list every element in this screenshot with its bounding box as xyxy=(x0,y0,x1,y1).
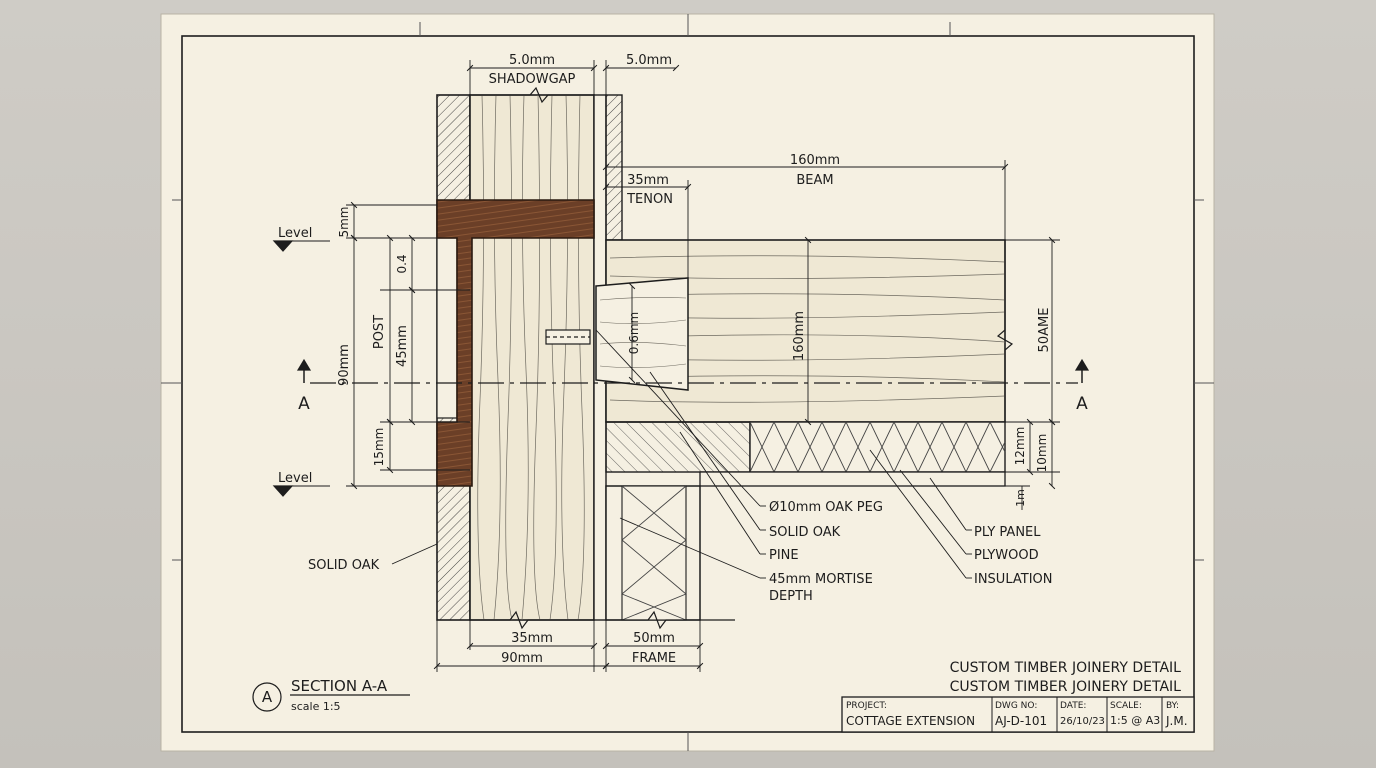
top-shadowgap-label: SHADOWGAP xyxy=(489,72,576,87)
dim-15mm: 15mm xyxy=(372,428,386,467)
label-pine: PINE xyxy=(769,548,799,563)
section-marker: A xyxy=(262,688,273,706)
cut-mark-left: A xyxy=(298,394,310,414)
dim-45mm: 45mm xyxy=(395,325,410,367)
drawing-title-2: CUSTOM TIMBER JOINERY DETAIL xyxy=(950,679,1182,695)
tb-scale: 1:5 @ A3 xyxy=(1110,714,1160,727)
dim-beam-depth: 160mm xyxy=(792,311,807,361)
label-solid-oak: SOLID OAK xyxy=(769,525,841,540)
tb-date-label: DATE: xyxy=(1060,701,1086,711)
beam-value: 160mm xyxy=(790,153,840,168)
tb-dwg-label: DWG NO: xyxy=(995,701,1037,711)
label-insulation: INSULATION xyxy=(974,572,1052,587)
beam-label: BEAM xyxy=(796,173,833,188)
top-shadowgap-value: 5.0mm xyxy=(509,53,555,68)
dim-bottom-frame: FRAME xyxy=(632,651,676,666)
dim-bottom-90mm: 90mm xyxy=(501,651,543,666)
tb-project: COTTAGE EXTENSION xyxy=(846,714,975,728)
dim-10mm: 10mm xyxy=(1035,434,1049,473)
label-plywood: PLYWOOD xyxy=(974,548,1039,563)
section-title: SECTION A-A xyxy=(291,677,388,695)
tenon-value: 35mm xyxy=(627,173,669,188)
level-lower: Level xyxy=(278,471,312,486)
dim-90mm-left: 90mm xyxy=(337,344,352,386)
dim-0-4: 0.4 xyxy=(395,254,409,273)
level-upper: Level xyxy=(278,226,312,241)
dim-5mm: 5mm xyxy=(337,206,351,237)
tb-by: J.M. xyxy=(1165,714,1188,728)
label-ply-panel: PLY PANEL xyxy=(974,525,1041,540)
dim-bottom-35mm: 35mm xyxy=(511,631,553,646)
tb-project-label: PROJECT: xyxy=(846,701,887,711)
label-mortise-line1: 45mm MORTISE xyxy=(769,572,873,587)
section-scale: scale 1:5 xyxy=(291,700,341,713)
tb-date: 26/10/23 xyxy=(1060,716,1105,727)
tb-dwg: AJ-D-101 xyxy=(995,714,1047,728)
cut-mark-right: A xyxy=(1076,394,1088,414)
dim-bottom-50mm: 50mm xyxy=(633,631,675,646)
dim-right-vertical: 50AME xyxy=(1037,308,1052,353)
top-right-value: 5.0mm xyxy=(626,53,672,68)
tb-by-label: BY: xyxy=(1166,701,1179,711)
tenon-label: TENON xyxy=(626,192,673,207)
label-solid-oak-left: SOLID OAK xyxy=(308,558,380,573)
label-mortise-line2: DEPTH xyxy=(769,589,813,604)
tb-scale-label: SCALE: xyxy=(1110,701,1142,711)
dim-peg: 0.6mm xyxy=(627,312,641,354)
label-peg: Ø10mm OAK PEG xyxy=(769,500,883,515)
dim-1m: 1m xyxy=(1014,489,1027,507)
drawing-title-1: CUSTOM TIMBER JOINERY DETAIL xyxy=(950,660,1182,676)
dim-post: POST xyxy=(372,315,387,349)
dim-12mm: 12mm xyxy=(1013,427,1027,466)
